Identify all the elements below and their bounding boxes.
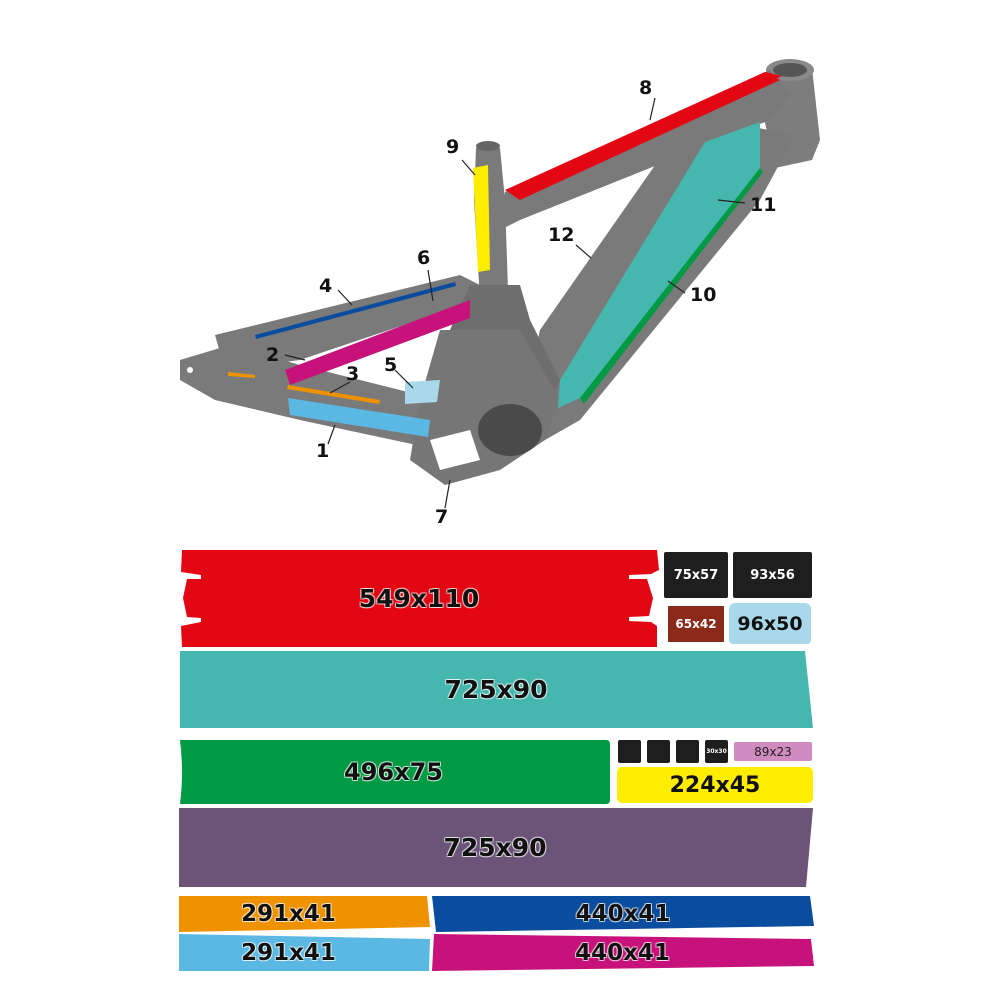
callout-label-4: 4 xyxy=(319,275,333,297)
sticker-black-30x30: 30x30 xyxy=(705,740,728,763)
frame-sticker-8-top-tube-band xyxy=(505,72,780,200)
sticker-dimension-label: 549x110 xyxy=(358,584,480,613)
sticker-black-75x57: 75x57 xyxy=(664,552,728,598)
sticker-yellow-224x45: 224x45 xyxy=(617,767,813,803)
callout-label-6: 6 xyxy=(417,247,431,269)
callout-label-7: 7 xyxy=(435,506,449,528)
sticker-dimension-label: 496x75 xyxy=(344,758,443,786)
sticker-pink-89x23: 89x23 xyxy=(734,742,812,761)
sticker-lightblue-96x50: 96x50 xyxy=(729,603,811,644)
frame-sticker-10-down-tube-side xyxy=(580,168,763,404)
frame-sticker-4-seat-stay-top xyxy=(255,282,456,339)
sticker-orange-291x41: 291x41 xyxy=(177,896,430,932)
sticker-dimension-label: 725x90 xyxy=(443,833,547,862)
sticker-black-square-2 xyxy=(647,740,670,763)
sticker-shape xyxy=(432,896,814,932)
sticker-dimension-label: 291x41 xyxy=(241,939,336,966)
sticker-teal-725x90: 725x90 xyxy=(179,651,813,728)
sticker-shape xyxy=(180,651,813,728)
sticker-shape xyxy=(180,740,610,804)
top-tube xyxy=(500,70,790,230)
sticker-purple-725x90: 725x90 xyxy=(177,808,813,887)
sticker-red-549x110: 549x110 xyxy=(179,550,659,647)
sticker-magenta-440x41: 440x41 xyxy=(431,934,814,971)
sticker-dimension-label: 65x42 xyxy=(675,617,717,631)
sticker-shape xyxy=(179,808,813,887)
sticker-black-square-3 xyxy=(676,740,699,763)
sticker-green-496x75: 496x75 xyxy=(177,740,610,804)
sticker-skyblue-291x41: 291x41 xyxy=(177,934,430,971)
sticker-dimension-label: 440x41 xyxy=(575,939,670,966)
frame-sticker-2-seat-stay-lower xyxy=(285,300,470,385)
frame-sticker-5-yoke xyxy=(405,380,440,404)
sticker-shape xyxy=(432,934,814,971)
frame-sticker-3-chainstay-top xyxy=(287,385,380,404)
seat-stay xyxy=(215,275,480,370)
sticker-dimension-label: 93x56 xyxy=(750,567,795,583)
frame-sticker-3-dropout xyxy=(228,372,255,378)
bike-frame-illustration xyxy=(180,59,820,509)
callout-label-1: 1 xyxy=(316,440,330,462)
callout-label-9: 9 xyxy=(446,136,460,158)
sticker-dimension-label: 725x90 xyxy=(444,675,548,704)
callout-label-2: 2 xyxy=(266,344,280,366)
callout-label-12: 12 xyxy=(548,224,575,246)
sticker-dimension-label: 440x41 xyxy=(575,901,671,927)
sticker-dimension-label: 30x30 xyxy=(706,748,727,755)
sticker-shape xyxy=(181,550,659,647)
sticker-brown-65x42: 65x42 xyxy=(668,606,724,642)
callout-label-3: 3 xyxy=(346,363,360,385)
frame-sticker-9-seat-tube xyxy=(473,165,490,272)
sticker-dimension-label: 89x23 xyxy=(754,744,792,759)
callout-label-11: 11 xyxy=(750,194,777,216)
sticker-dimension-label: 224x45 xyxy=(669,772,761,798)
sticker-dimension-label: 96x50 xyxy=(737,612,803,635)
callout-leader-lines xyxy=(284,97,746,509)
sticker-black-square-1 xyxy=(618,740,641,763)
sticker-dimension-label: 291x41 xyxy=(241,901,336,927)
callout-label-5: 5 xyxy=(384,354,398,376)
frame-sticker-11-down-tube xyxy=(558,122,760,408)
sticker-shape xyxy=(179,896,430,932)
frame-sticker-1-chainstay-under xyxy=(288,398,430,437)
sticker-navy-440x41: 440x41 xyxy=(432,896,814,932)
sticker-dimension-label: 75x57 xyxy=(673,567,719,583)
sticker-shape xyxy=(179,934,430,971)
callout-label-8: 8 xyxy=(639,77,653,99)
sticker-black-93x56: 93x56 xyxy=(733,552,812,598)
callout-label-10: 10 xyxy=(690,284,717,306)
